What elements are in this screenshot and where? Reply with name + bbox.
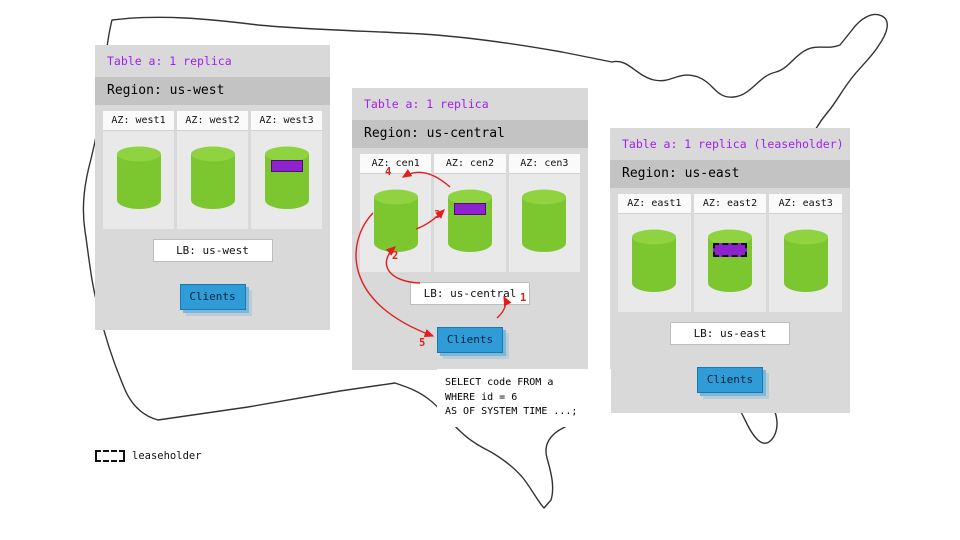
table-replica-label-central: Table a: 1 replica: [364, 97, 489, 111]
az-label-cen3: AZ: cen3: [508, 154, 580, 174]
az-box-cen2: AZ: cen2: [434, 154, 506, 272]
region-title-west: Region: us-west: [95, 77, 330, 105]
table-replica-label-east: Table a: 1 replica (leaseholder): [622, 137, 844, 151]
database-icon: [264, 146, 309, 209]
az-box-east3: AZ: east3: [769, 194, 843, 312]
database-icon: [116, 146, 161, 209]
database-icon: [373, 189, 418, 252]
az-label-east1: AZ: east1: [618, 194, 691, 214]
az-label-west3: AZ: west3: [251, 111, 322, 131]
az-label-west1: AZ: west1: [103, 111, 174, 131]
load-balancer-east: LB: us-east: [670, 322, 790, 345]
az-box-east1: AZ: east1: [618, 194, 691, 312]
clients-box-east[interactable]: Clients: [697, 367, 763, 393]
database-icon: [447, 189, 492, 252]
region-title-central: Region: us-central: [352, 120, 588, 148]
az-box-east2: AZ: east2: [693, 194, 767, 312]
replica-band-west3: [270, 160, 303, 172]
legend-leaseholder: leaseholder: [95, 450, 202, 462]
db-cylinder-cen3: [521, 188, 567, 254]
db-cylinder-east2: [707, 228, 753, 294]
az-box-cen3: AZ: cen3: [508, 154, 580, 272]
table-replica-label-west: Table a: 1 replica: [107, 54, 232, 68]
az-box-west3: AZ: west3: [251, 111, 322, 229]
database-icon: [632, 229, 677, 292]
db-cylinder-west3: [264, 145, 310, 211]
db-cylinder-west2: [190, 145, 236, 211]
load-balancer-central: LB: us-central: [410, 282, 530, 305]
az-label-west2: AZ: west2: [177, 111, 248, 131]
replica-band-cen2: [453, 203, 486, 215]
arrow-step-1: 1: [520, 292, 527, 304]
db-cylinder-cen2: [447, 188, 493, 254]
leaseholder-band-east2: [713, 243, 747, 257]
az-row-west: AZ: west1 AZ: west2 AZ: west3: [103, 111, 322, 229]
database-icon: [783, 229, 828, 292]
region-panel-us-central: Table a: 1 replica Region: us-central AZ…: [352, 88, 588, 370]
clients-box-central[interactable]: Clients: [437, 327, 503, 353]
db-cylinder-east3: [783, 228, 829, 294]
database-icon: [190, 146, 235, 209]
az-label-east2: AZ: east2: [693, 194, 767, 214]
az-label-cen2: AZ: cen2: [434, 154, 506, 174]
region-title-east: Region: us-east: [610, 160, 850, 188]
az-box-west2: AZ: west2: [177, 111, 248, 229]
db-cylinder-west1: [116, 145, 162, 211]
az-row-east: AZ: east1 AZ: east2 AZ: east3: [618, 194, 843, 312]
region-panel-us-west: Table a: 1 replica Region: us-west AZ: w…: [95, 45, 330, 330]
arrow-step-5: 5: [419, 337, 426, 349]
arrow-step-4: 4: [385, 166, 392, 178]
az-label-cen1: AZ: cen1: [360, 154, 432, 174]
clients-box-west[interactable]: Clients: [179, 284, 246, 310]
az-label-east3: AZ: east3: [769, 194, 843, 214]
db-cylinder-cen1: [373, 188, 419, 254]
region-panel-us-east: Table a: 1 replica (leaseholder) Region:…: [610, 128, 850, 413]
db-cylinder-east1: [631, 228, 677, 294]
az-box-west1: AZ: west1: [103, 111, 174, 229]
arrow-step-2: 2: [392, 250, 399, 262]
legend-label: leaseholder: [132, 450, 202, 462]
sql-query-note: SELECT code FROM a WHERE id = 6 AS OF SY…: [437, 369, 611, 427]
database-icon: [522, 189, 567, 252]
load-balancer-west: LB: us-west: [152, 239, 273, 262]
arrow-step-3: 3: [434, 209, 441, 221]
leaseholder-swatch-icon: [95, 450, 125, 462]
database-icon: [708, 229, 752, 292]
